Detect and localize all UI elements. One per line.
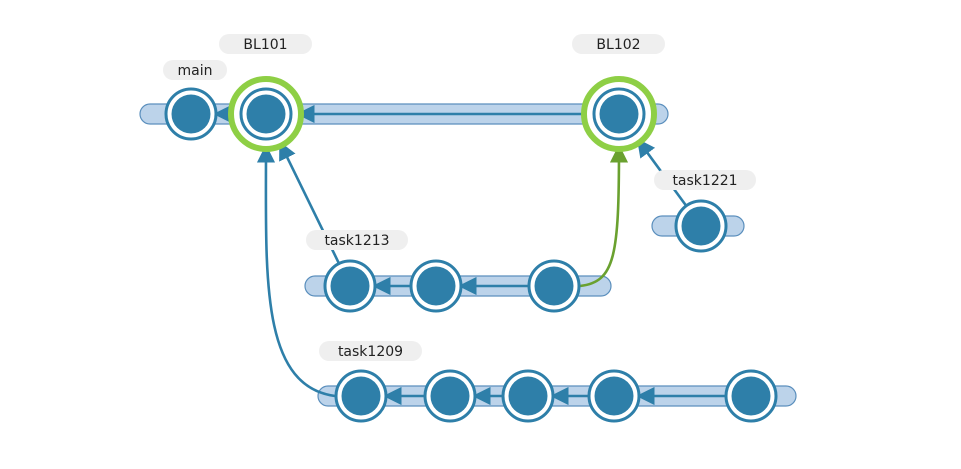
commit-node-t1209c[interactable] bbox=[501, 369, 555, 423]
commit-node-t1221a[interactable] bbox=[674, 199, 728, 253]
branch-label-task1213-bg bbox=[306, 230, 408, 250]
tag-label-bl102-bg bbox=[572, 34, 665, 54]
commit-dot bbox=[416, 266, 456, 306]
commit-node-t1209a[interactable] bbox=[334, 369, 388, 423]
commit-node-t1213a[interactable] bbox=[323, 259, 377, 313]
branch-label-task1213-text: task1213 bbox=[324, 233, 389, 249]
tag-label-bl101-text: BL101 bbox=[243, 37, 287, 53]
tag-label-bl101-bg bbox=[219, 34, 312, 54]
tag-label-bl102[interactable]: BL102 bbox=[572, 34, 665, 54]
branch-label-task1221-text: task1221 bbox=[672, 173, 737, 189]
edge-t1213c-to-m3 bbox=[579, 144, 629, 288]
tag-label-bl102-text: BL102 bbox=[596, 37, 640, 53]
commit-node-t1209b[interactable] bbox=[423, 369, 477, 423]
commit-dot bbox=[534, 266, 574, 306]
branch-label-task1221[interactable]: task1221 bbox=[654, 170, 756, 190]
commit-node-t1209e[interactable] bbox=[724, 369, 778, 423]
commit-node-t1213b[interactable] bbox=[409, 259, 463, 313]
branch-label-task1209-bg bbox=[319, 341, 422, 361]
branch-label-task1221-bg bbox=[654, 170, 756, 190]
commit-dot bbox=[681, 206, 721, 246]
branch-label-task1209-text: task1209 bbox=[338, 344, 403, 360]
commit-node-m3[interactable] bbox=[581, 76, 657, 152]
branch-label-task1209[interactable]: task1209 bbox=[319, 341, 422, 361]
ref-labels: main task1221 task1213 task1209 BL101 BL102 bbox=[163, 34, 756, 361]
commit-node-t1213c[interactable] bbox=[527, 259, 581, 313]
tag-label-bl101[interactable]: BL101 bbox=[219, 34, 312, 54]
commit-dot bbox=[171, 94, 211, 134]
commit-node-t1209d[interactable] bbox=[587, 369, 641, 423]
commit-dot bbox=[731, 376, 771, 416]
edge-t1209a-to-m2 bbox=[256, 144, 336, 398]
commit-edges bbox=[213, 104, 725, 406]
commit-node-m2[interactable] bbox=[228, 76, 304, 152]
commit-dot bbox=[508, 376, 548, 416]
commit-dot bbox=[430, 376, 470, 416]
branch-label-main[interactable]: main bbox=[163, 60, 227, 80]
branch-label-main-bg bbox=[163, 60, 227, 80]
branch-lanes bbox=[139, 103, 797, 407]
commit-node-m1[interactable] bbox=[164, 87, 218, 141]
commit-dot bbox=[341, 376, 381, 416]
branch-label-main-text: main bbox=[178, 63, 213, 79]
commit-dot bbox=[594, 376, 634, 416]
commit-dot bbox=[330, 266, 370, 306]
branch-label-task1213[interactable]: task1213 bbox=[306, 230, 408, 250]
commit-dot bbox=[599, 94, 639, 134]
commit-nodes bbox=[164, 76, 778, 423]
commit-dot bbox=[246, 94, 286, 134]
